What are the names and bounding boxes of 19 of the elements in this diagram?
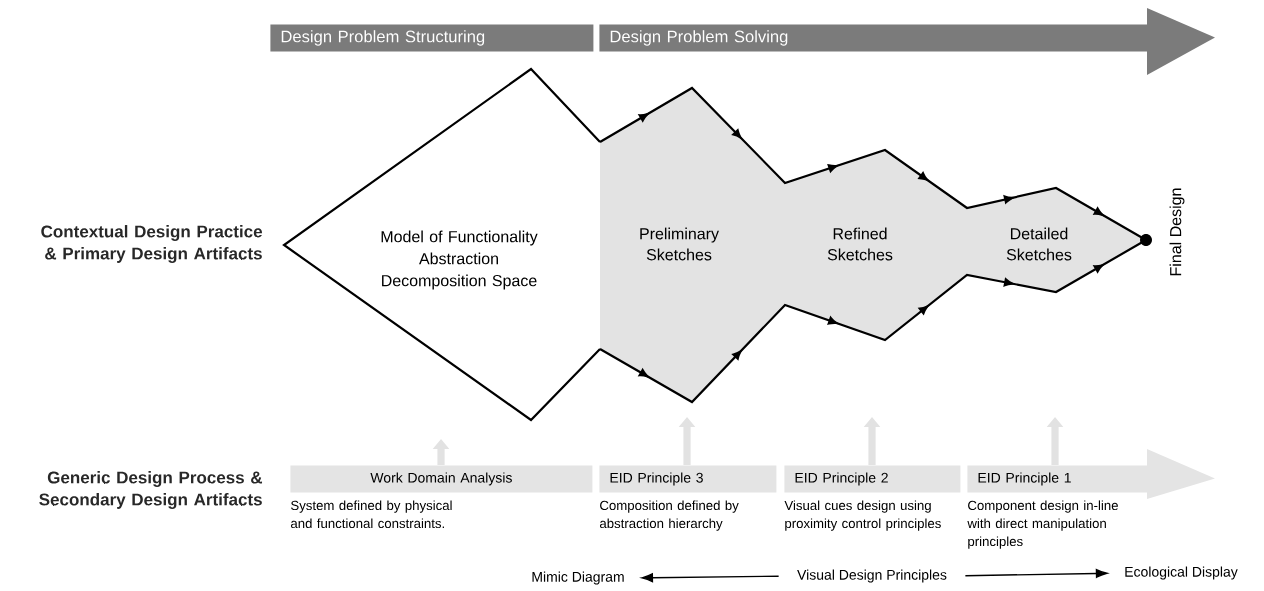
row-label: Contextual Design Practice & Primary Design Artifacts [41,225,262,263]
stage-label: Preliminary Sketches [640,227,719,261]
stage-label: Refined Sketches [827,227,893,261]
scale-label: Mimic Diagram [532,571,624,585]
stage-band: EID Principle 2 [784,465,961,493]
arrow [641,573,780,583]
stage-band: Design Problem Structuring [270,24,594,52]
row-label: Generic Design Process & Secondary Design Artifacts [39,471,263,509]
scale-label: Visual Design Principles [797,569,947,583]
scale-label: Ecological Display [1125,566,1238,580]
stage-label: Detailed Sketches [1006,227,1072,261]
rotated-label: Final Design [1169,188,1185,276]
description-text: Component design in-line with direct manipulation principles [967,500,1118,549]
stage-band: Work Domain Analysis [290,465,593,493]
description-text: Composition defined by abstraction hierarchy [599,500,739,531]
stage-band: EID Principle 3 [599,465,777,493]
description-text: Visual cues design using proximity control principles [784,500,941,531]
arrow [964,568,1108,578]
description-text: System defined by physical and functional constraints. [290,500,452,529]
